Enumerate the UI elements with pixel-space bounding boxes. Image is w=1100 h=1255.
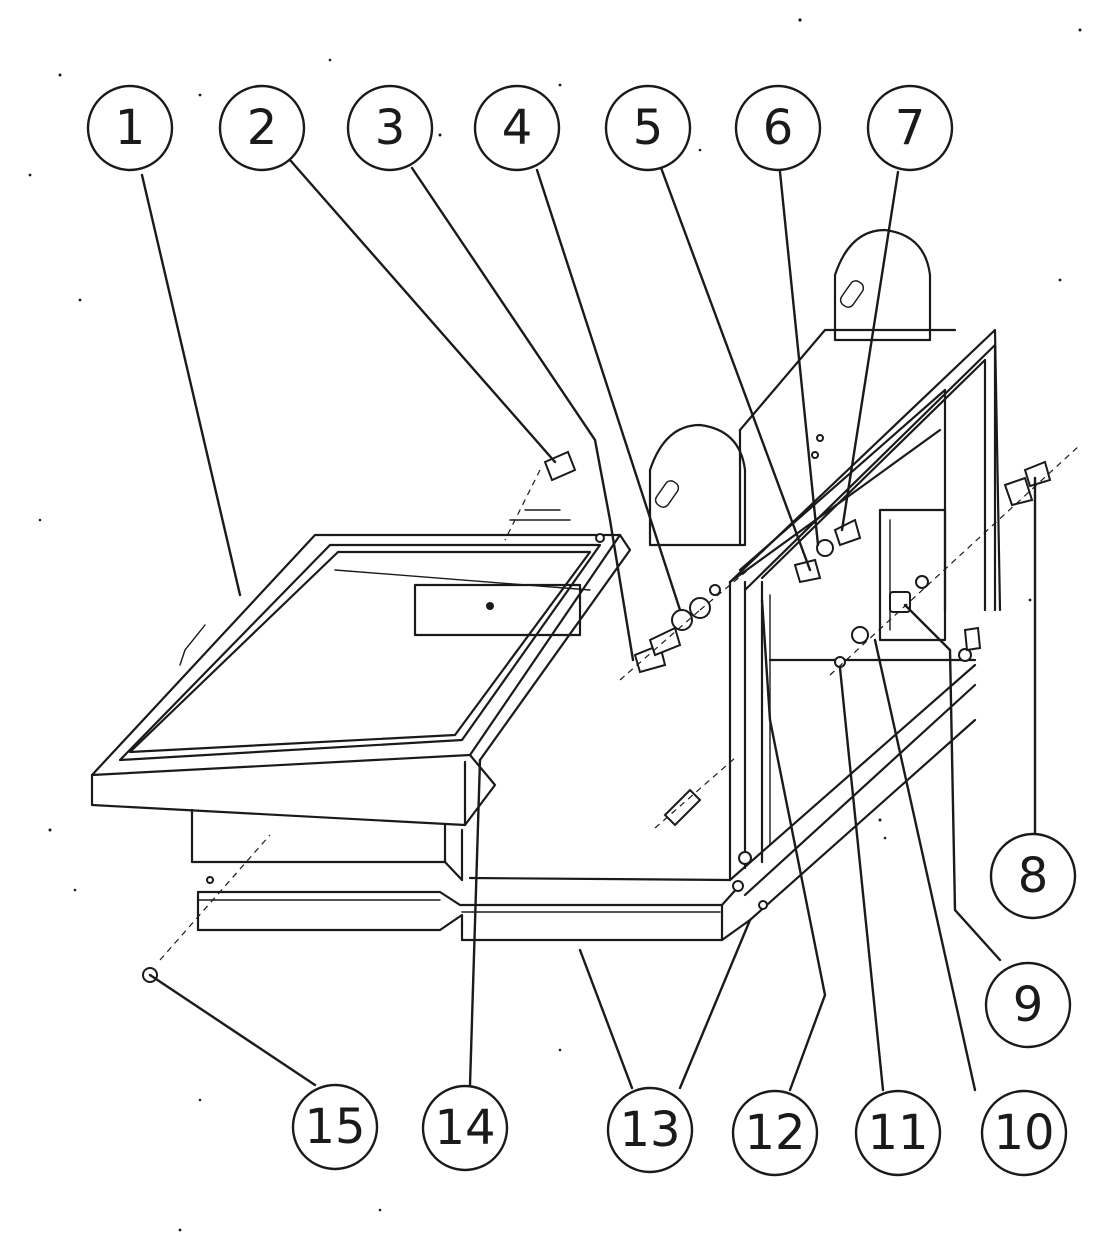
svg-text:5: 5	[633, 100, 664, 156]
callout-4: 4	[473, 84, 561, 172]
assembly-centerlines	[159, 444, 1081, 961]
callout-3: 3	[346, 84, 434, 172]
svg-text:7: 7	[895, 100, 926, 156]
callout-7: 7	[866, 84, 954, 172]
tray-lid	[90, 533, 632, 827]
scan-speckles	[28, 18, 1082, 1232]
svg-text:3: 3	[375, 100, 406, 156]
callout-1: 1	[86, 84, 174, 172]
callout-13: 13	[606, 1086, 694, 1174]
callout-14: 14	[421, 1084, 509, 1172]
svg-text:1: 1	[115, 100, 146, 156]
svg-text:8: 8	[1018, 848, 1049, 904]
svg-text:4: 4	[502, 100, 533, 156]
lower-drawer-block	[190, 808, 464, 882]
svg-text:14: 14	[434, 1100, 495, 1156]
callout-2: 2	[218, 84, 306, 172]
leader-lines	[140, 158, 1037, 1092]
callout-5: 5	[604, 84, 692, 172]
svg-text:12: 12	[744, 1105, 805, 1161]
svg-text:2: 2	[247, 100, 278, 156]
mounting-bracket-front	[648, 423, 747, 547]
svg-text:15: 15	[304, 1099, 365, 1155]
svg-text:10: 10	[993, 1105, 1054, 1161]
svg-text:6: 6	[763, 100, 794, 156]
callout-11: 11	[854, 1089, 942, 1177]
callout-8: 8	[989, 832, 1077, 920]
small-parts	[142, 434, 1052, 983]
base-rail	[196, 883, 752, 942]
cabinet-body	[468, 328, 1002, 922]
callout-9: 9	[984, 961, 1072, 1049]
mounting-bracket-rear	[833, 228, 932, 342]
callout-10: 10	[980, 1089, 1068, 1177]
inner-panel	[334, 569, 591, 637]
callout-15: 15	[291, 1083, 379, 1171]
callout-6: 6	[734, 84, 822, 172]
callout-12: 12	[731, 1089, 819, 1177]
svg-text:11: 11	[867, 1105, 928, 1161]
svg-text:13: 13	[619, 1102, 680, 1158]
svg-text:9: 9	[1013, 977, 1044, 1033]
